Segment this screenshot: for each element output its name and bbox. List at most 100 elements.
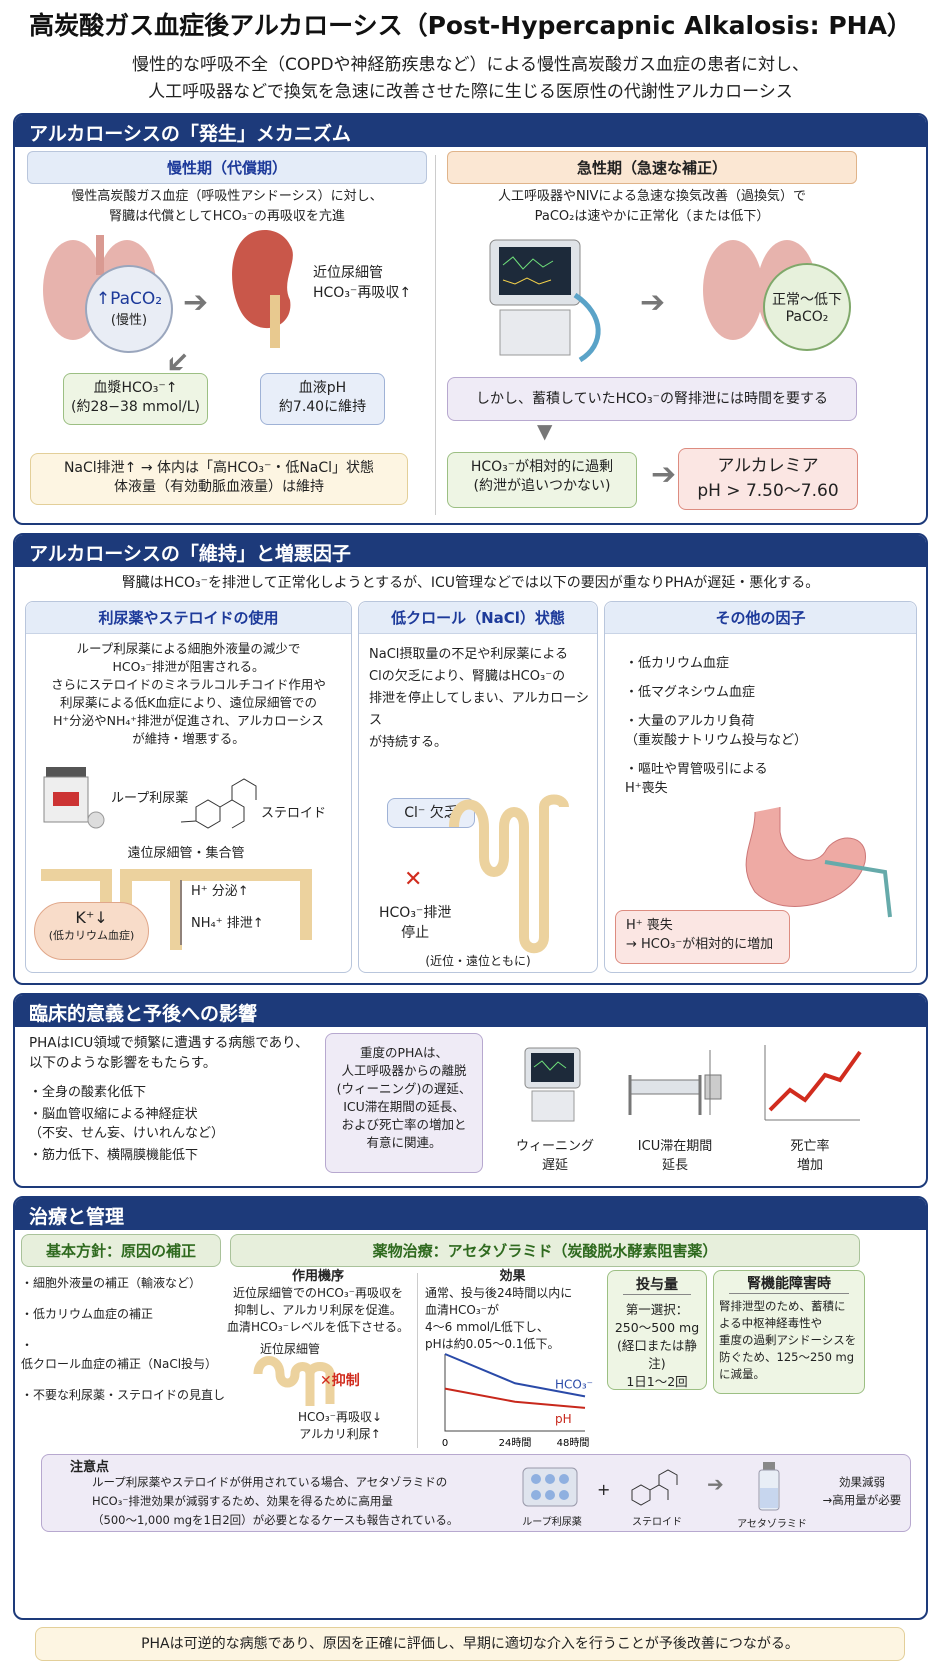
- acetazolamide-label: アセタゾラミド: [737, 1519, 807, 1530]
- pill-bottle-icon: [43, 767, 105, 829]
- text-line: 通常、投与後24時間以内に: [425, 1286, 573, 1300]
- impact-item: 全身の酸素化低下: [29, 1083, 319, 1102]
- other-factors-card: その他の因子 低カリウム血症 低マグネシウム血症 大量のアルカリ負荷 （重炭酸ナ…: [604, 601, 917, 973]
- kidney-label-line: 近位尿細管: [313, 265, 383, 281]
- label-line: 延長: [661, 1158, 688, 1173]
- box-line: (約28−38 mmol/L): [71, 399, 200, 415]
- section-header: 治療と管理: [15, 1198, 926, 1230]
- text-line: 重度の過剰アシドーシスを: [719, 1333, 857, 1347]
- box-line: pH > 7.50〜7.60: [697, 481, 839, 501]
- arrow-right-icon: ➔: [640, 285, 666, 320]
- dose-box: 投与量 第一選択：250〜500 mg(経口または静注)1日1〜2回: [607, 1270, 707, 1390]
- box-line: → HCO₃⁻が相対的に増加: [626, 937, 774, 952]
- label-line: 死亡率: [790, 1139, 830, 1154]
- text-line: が維持・増悪する。: [132, 731, 245, 746]
- text-line: ループ利尿薬やステロイドが併用されている場合、アセタゾラミドの: [92, 1475, 448, 1489]
- caution-box: 注意点 ループ利尿薬やステロイドが併用されている場合、アセタゾラミドの HCO₃⁻…: [41, 1454, 911, 1532]
- steroid-label: ステロイド: [261, 806, 327, 821]
- section-header: 臨床的意義と予後への影響: [15, 995, 926, 1027]
- text-line: HCO₃⁻排泄効果が減弱するため、効果を得るために高用量: [92, 1494, 393, 1508]
- plus-icon: +: [597, 1480, 611, 1499]
- text-line: 腎排泄型のため、蓄積に: [719, 1299, 846, 1313]
- factor-item: 低カリウム血症: [625, 654, 905, 673]
- paco2-sub: (慢性): [110, 313, 148, 328]
- label-line: 遅延: [541, 1158, 568, 1173]
- divider: [417, 1273, 418, 1448]
- x-tick-label: 0: [442, 1438, 448, 1449]
- text-line: (経口または静注): [617, 1338, 697, 1371]
- clinical-intro: PHAはICU領域で頻繁に遭遇する病態であり、以下のような影響をもたらす。: [29, 1033, 309, 1073]
- mechanism-result: HCO₃⁻再吸収↓アルカリ利尿↑: [275, 1409, 405, 1443]
- mechanism-block: 作用機序 近位尿細管でのHCO₃⁻再吸収を抑制し、アルカリ利尿を促進。血清HCO…: [223, 1268, 413, 1336]
- basic-item: 細胞外液量の補正（輸液など）: [21, 1274, 226, 1293]
- steroid-structure-icon: [180, 778, 257, 829]
- series-line-ph: [444, 1387, 586, 1409]
- text-line: Clの欠乏により、腎臓はHCO₃⁻の: [369, 669, 566, 684]
- chronic-title: 慢性期（代償期）: [27, 151, 427, 184]
- desc-line: 慢性高炭酸ガス血症（呼吸性アシドーシス）に対し、: [71, 189, 383, 204]
- box-line: 人工呼吸器からの離脱: [341, 1063, 467, 1078]
- text-line: 第一選択：: [625, 1302, 689, 1317]
- icu-stay-label: ICU滞在期間延長: [620, 1135, 730, 1173]
- text-line: 1日1〜2回: [626, 1374, 688, 1389]
- intro-text: 腎臓はHCO₃⁻を排泄して正常化しようとするが、ICU管理などでは以下の要因が重…: [121, 575, 820, 591]
- factor-item: 大量のアルカリ負荷 （重炭酸ナトリウム投与など）: [625, 712, 905, 750]
- section-header: アルカローシスの「発生」メカニズム: [15, 115, 926, 147]
- text-line: 近位尿細管でのHCO₃⁻再吸収を: [233, 1286, 403, 1300]
- desc-line: PaCO₂は速やかに正常化（または低下）: [534, 209, 770, 224]
- intro-line: 以下のような影響をもたらす。: [29, 1055, 217, 1071]
- text-line: H⁺分泌やNH₄⁺排泄が促進され、アルカローシス: [53, 713, 324, 728]
- basic-list: 細胞外液量の補正（輸液など） 低カリウム血症の補正 低クロール血症の補正（NaC…: [21, 1274, 226, 1415]
- card-title: 低クロール（NaCl）状態: [359, 602, 597, 634]
- box-line: 血漿HCO₃⁻↑: [93, 380, 178, 396]
- text-line: ループ利尿薬による細胞外液量の減少で: [76, 641, 301, 656]
- impact-item: 脳血管収縮による神経症状 （不安、せん妄、けいれんなど）: [29, 1105, 319, 1143]
- x-icon: ✕: [404, 867, 423, 892]
- both-label: (近位・遠位ともに): [425, 954, 531, 968]
- card-title: 薬物治療：アセタゾラミド（炭酸脱水酵素阻害薬）: [230, 1234, 860, 1267]
- text-line: pHは約0.05〜0.1低下。: [425, 1337, 560, 1351]
- basic-policy-card: 基本方針：原因の補正 細胞外液量の補正（輸液など） 低カリウム血症の補正 低クロ…: [21, 1234, 225, 1454]
- series-line-hco3: [444, 1353, 586, 1398]
- hypokalemia-badge: K⁺↓(低カリウム血症): [34, 902, 149, 960]
- text-line: 利尿薬による低K血症により、遠位尿細管での: [59, 695, 318, 710]
- h-loss-box: H⁺ 喪失→ HCO₃⁻が相対的に増加: [615, 910, 790, 964]
- basic-item: 不要な利尿薬・ステロイドの見直し: [21, 1386, 226, 1405]
- factor-item: 嘔吐や胃管吸引による H⁺喪失: [625, 760, 905, 798]
- text-line: よる中枢神経毒性や: [719, 1316, 823, 1330]
- inhibit-label: ✕抑制: [320, 1373, 360, 1389]
- card-title: 基本方針：原因の補正: [21, 1234, 221, 1267]
- icu-bed-icon: [628, 1050, 722, 1115]
- box-line: ICU滞在期間の延長、: [343, 1099, 465, 1114]
- arrow-right-icon: ➔: [183, 285, 209, 320]
- loop-diuretic-label: ループ利尿薬: [522, 1517, 582, 1528]
- box-line: NaCl排泄↑ → 体内は「高HCO₃⁻・低NaCl」状態: [63, 460, 375, 476]
- box-line: 約7.40に維持: [278, 399, 367, 415]
- pill-blister-icon: [522, 1467, 578, 1507]
- label-line: 増加: [796, 1158, 823, 1173]
- section-header: アルカローシスの「維持」と増悪因子: [15, 535, 926, 567]
- caution-title: 注意点: [70, 1460, 110, 1475]
- steroid-label: ステロイド: [632, 1517, 682, 1528]
- box-line: 有意に関連。: [366, 1135, 442, 1150]
- arrow-right-icon: ➔: [651, 457, 677, 492]
- arrow-right-icon: ➔: [707, 1472, 724, 1496]
- subtitle: 慢性的な呼吸不全（COPDや神経筋疾患など）による慢性高炭酸ガス血症の患者に対し…: [0, 52, 941, 106]
- stop-label: HCO₃⁻排泄停止: [379, 902, 451, 942]
- nacl-box: NaCl排泄↑ → 体内は「高HCO₃⁻・低NaCl」状態体液量（有効動脈血液量…: [30, 453, 408, 505]
- stomach-icon: [745, 807, 892, 918]
- box-line: (約泄が追いつかない): [473, 478, 611, 494]
- h-secretion-label: H⁺ 分泌↑: [191, 884, 249, 899]
- intro-line: PHAはICU領域で頻繁に遭遇する病態であり、: [29, 1035, 309, 1051]
- weaning-label: ウィーニング遅延: [505, 1135, 605, 1173]
- text-line: 250〜500 mg: [614, 1320, 700, 1335]
- page-title: 高炭酸ガス血症後アルカローシス（Post-Hypercapnic Alkalos…: [29, 11, 912, 40]
- box-line: HCO₃⁻が相対的に過剰: [470, 459, 614, 475]
- steroid-structure-icon: [631, 1469, 678, 1506]
- label-line: ウィーニング: [515, 1139, 594, 1154]
- x-tick-label: 48時間: [557, 1437, 590, 1449]
